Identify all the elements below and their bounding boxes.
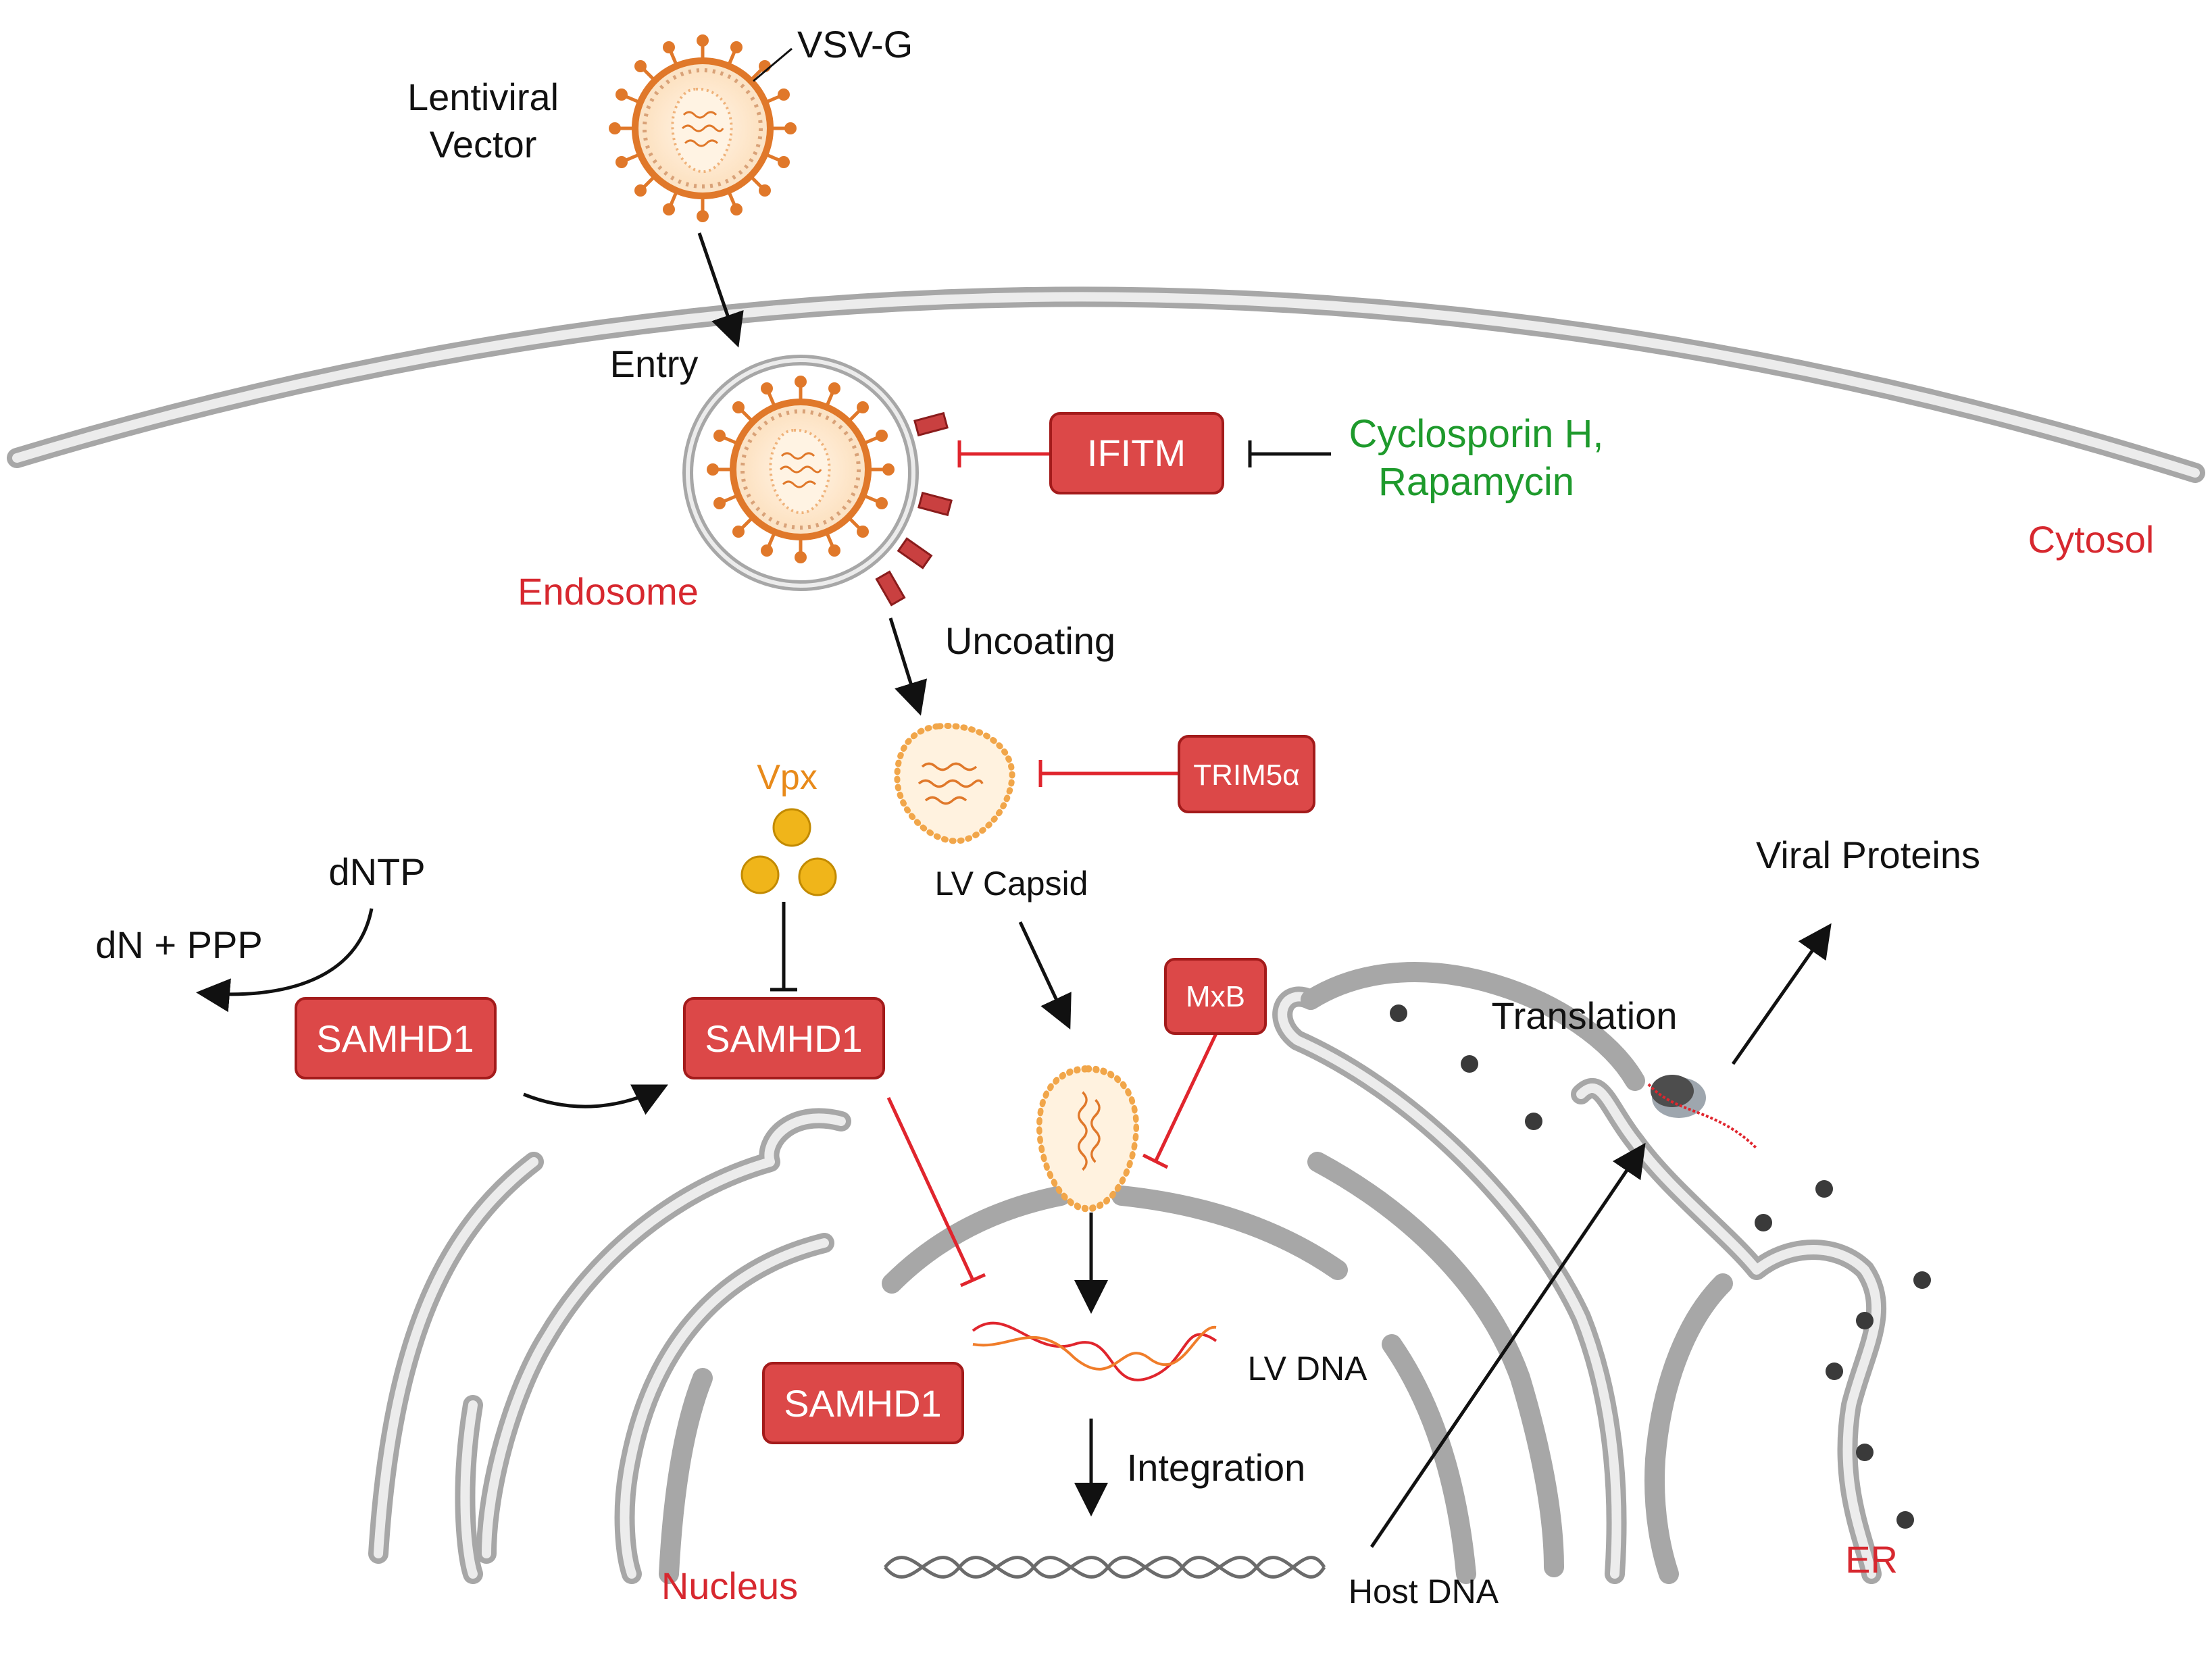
samhd1-label-c: SAMHD1 xyxy=(784,1382,941,1425)
uncoating-arrow xyxy=(888,617,927,716)
translation-to-proteins-arrow xyxy=(1731,923,1832,1065)
samhd1-cytosol-box: SAMHD1 xyxy=(295,997,497,1079)
vpx-molecules xyxy=(740,808,837,896)
lv-capsid xyxy=(897,726,1012,841)
dntp-label: dNTP xyxy=(328,850,425,893)
host-dna xyxy=(884,1556,1326,1579)
endosome-label: Endosome xyxy=(518,570,699,613)
lentiviral-label-line1: Lentiviral xyxy=(407,76,559,118)
mxb-box: MxB xyxy=(1164,958,1267,1035)
capsid-to-nucleus-arrow xyxy=(1018,921,1072,1030)
samhd1-label-a: SAMHD1 xyxy=(316,1017,474,1060)
nuclear-envelope-left xyxy=(882,1186,1071,1294)
samhd1-inhibited-box: SAMHD1 xyxy=(683,997,885,1079)
trim5a-label: TRIM5α xyxy=(1193,759,1299,792)
ifitm-box: IFITM xyxy=(1049,412,1224,494)
cytosol-label: Cytosol xyxy=(2028,518,2155,561)
mxb-label: MxB xyxy=(1186,980,1245,1013)
docked-capsid xyxy=(1036,1065,1140,1213)
golgi-membranes-left xyxy=(368,1108,851,1584)
cyclosporin-label-line2: Rapamycin xyxy=(1378,460,1574,504)
entry-arrow xyxy=(697,232,744,348)
trim5a-box: TRIM5α xyxy=(1178,735,1315,813)
ifitm-label: IFITM xyxy=(1087,432,1186,474)
lentiviral-vector-virion xyxy=(609,34,797,222)
drug-inhibition-of-ifitm xyxy=(1248,440,1331,467)
plasma-membrane-inner xyxy=(12,292,2200,478)
uncoating-label: Uncoating xyxy=(945,619,1115,662)
dn-ppp-label: dN + PPP xyxy=(95,923,262,966)
nuclear-envelope-right xyxy=(1111,1186,1348,1280)
integration-label: Integration xyxy=(1127,1446,1306,1489)
vsvg-pointer xyxy=(753,47,793,82)
samhd1-nuclear-box: SAMHD1 xyxy=(762,1362,964,1444)
translation-label: Translation xyxy=(1492,994,1678,1037)
nucleus-label: Nucleus xyxy=(661,1564,798,1607)
lv-capsid-label: LV Capsid xyxy=(935,865,1088,902)
trim5a-inhibition xyxy=(1038,760,1179,787)
dntp-hydrolysis-arrow xyxy=(196,908,374,1013)
lv-dna xyxy=(972,1321,1217,1381)
host-dna-to-translation-arrow xyxy=(1369,1142,1646,1548)
vpx-inhibition xyxy=(770,902,797,992)
samhd1-relocation-arrow xyxy=(523,1084,668,1115)
host-dna-label: Host DNA xyxy=(1349,1573,1499,1610)
lentiviral-label-line2: Vector xyxy=(430,123,537,166)
er-label: ER xyxy=(1845,1538,1898,1581)
lv-dna-label: LV DNA xyxy=(1248,1350,1368,1387)
vpx-label: Vpx xyxy=(757,758,818,797)
ifitm-membrane-proteins xyxy=(875,411,953,607)
ifitm-inhibition xyxy=(957,440,1051,467)
samhd1-label-b: SAMHD1 xyxy=(705,1017,862,1060)
er-membranes xyxy=(1272,962,1931,1584)
cyclosporin-label-line1: Cyclosporin H, xyxy=(1349,412,1603,456)
vsvg-label: VSV-G xyxy=(797,23,913,66)
endosomal-virion xyxy=(707,376,895,563)
entry-label: Entry xyxy=(610,342,699,385)
mxb-inhibition xyxy=(1142,1032,1218,1169)
samhd1-inhibition xyxy=(886,1096,986,1288)
viral-proteins-label: Viral Proteins xyxy=(1756,834,1980,876)
